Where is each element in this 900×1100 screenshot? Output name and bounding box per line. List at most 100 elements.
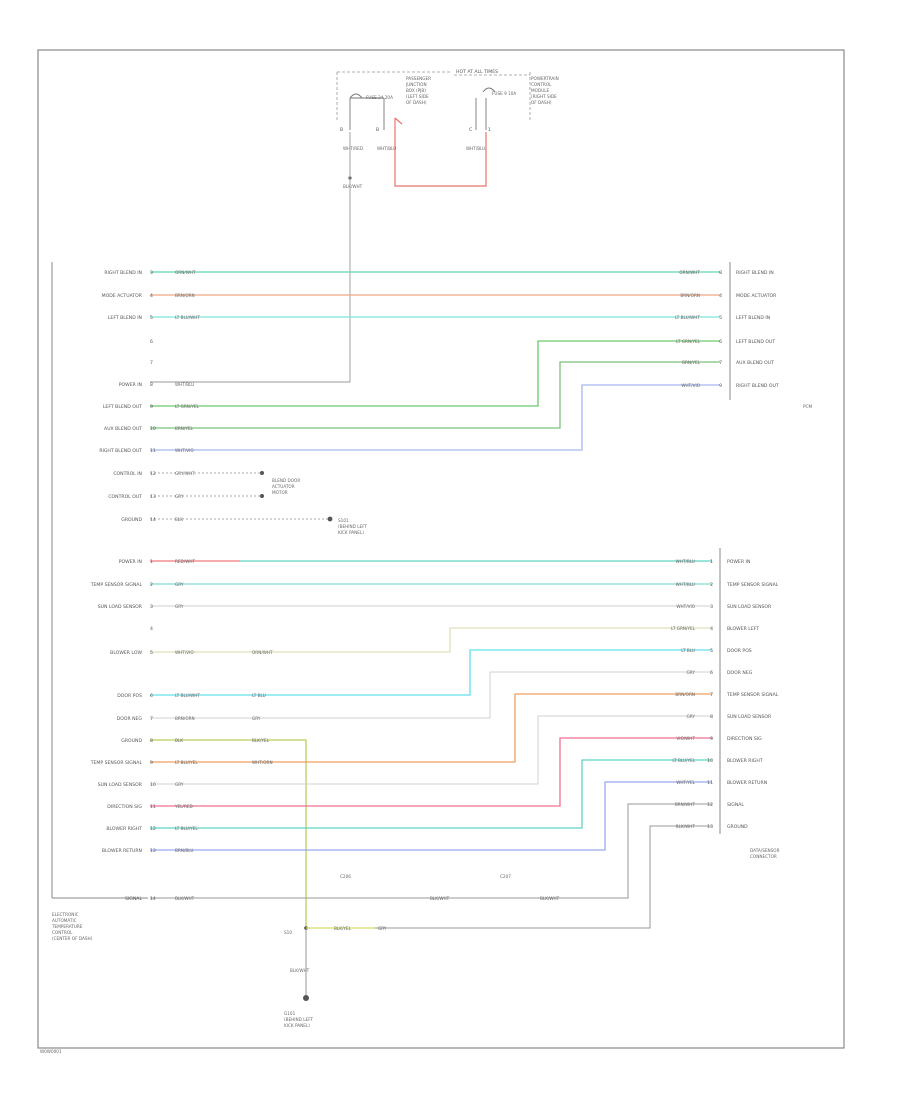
lower-left-label: SUN LOAD SENSOR [98,604,143,610]
svg-text:BLK/WHT: BLK/WHT [540,896,560,901]
upper-right-wire: LT GRN/YEL [676,339,701,344]
svg-text:C206: C206 [340,874,351,879]
lower-right-pin: 4 [710,626,713,632]
left-module-note: ELECTRONIC AUTOMATIC TEMPERATURE CONTROL… [51,912,93,941]
lower-right-wire: LT GRN/YEL [671,626,696,631]
lower-left-pin: 13 [150,848,156,854]
upper-right-label: LEFT BLEND IN [736,315,770,321]
lower-right-label: BLOWER RIGHT [727,758,763,764]
upper-right-wire: WHT/VIO [681,383,700,388]
control-sensor-note: BLEND DOOR ACTUATOR MOTOR [272,478,302,495]
upper-left-label: RIGHT BLEND IN [104,270,142,276]
upper-left-wire: GRY/WHT [175,471,195,476]
lower-right-wire: WHT/VIO [676,604,695,609]
lower-wires [150,560,712,1001]
lower-left-wire: RED/WHT [175,559,195,564]
lower-left-pin: 14 [150,896,156,902]
upper-left-pin: 12 [150,471,156,477]
lower-left-wire: YEL/RED [174,804,193,809]
upper-right-label: AUX BLEND OUT [736,360,774,366]
lower-left-wire: BLK [175,738,183,743]
upper-left-pin: 13 [150,494,156,500]
upper-left-wire: BRN/YEL [175,426,194,431]
svg-text:ORN/WHT: ORN/WHT [252,650,273,655]
lower-left-wire: LT BLU/YEL [175,826,198,831]
lower-right-wire: GRY [687,670,696,675]
upper-left-label: CONTROL IN [113,471,142,477]
lower-right-wire: WHT/BLU [676,559,695,564]
fuse-wire-d: BLK/WHT [343,184,363,189]
lower-left-wire: GRY [175,782,184,787]
lower-left-wire: LT BLU/WHT [175,693,200,698]
lower-left-label: BLOWER RETURN [102,848,142,854]
upper-left-wire: WHT/VIO [175,448,194,453]
lower-right-pin: 11 [707,780,713,786]
svg-text:GRY: GRY [378,926,387,931]
lower-right-label: BLOWER LEFT [727,626,759,632]
diagram-frame [37,49,845,1049]
lower-left-wire: GRY [175,582,184,587]
fuse-a-label: FUSE 24 20A [366,95,393,100]
upper-right-pin: 6 [719,339,722,345]
svg-text:1: 1 [488,127,491,133]
lower-right-pin: 2 [710,582,713,588]
upper-left-pin: 14 [150,517,156,523]
fuse-wire-b: WHT/BLU [377,146,396,151]
upper-left-label: POWER IN [119,382,142,388]
lower-left-pin: 2 [150,582,153,588]
upper-right-pin: 5 [719,315,722,321]
svg-text:C207: C207 [500,874,511,879]
upper-left-pin: 7 [150,360,153,366]
s101-note: S101 (BEHIND LEFT KICK PANEL) [338,518,368,535]
lower-left-pin: 11 [150,804,156,810]
lower-right-wire: BRN/WHT [675,802,696,807]
upper-right-wire: LT BLU/WHT [675,315,700,320]
lower-left-label: DOOR POS [117,693,142,699]
upper-left-wire: LT GRN/YEL [175,404,200,409]
lower-left-pin: 3 [150,604,153,610]
pcm-label: PCM [803,404,812,409]
footer-code: W0W0001 [40,1049,62,1054]
upper-left-pin: 9 [150,404,153,410]
svg-text:B: B [340,127,343,133]
upper-left-wire: WHT/BLU [175,382,194,387]
upper-wires [150,271,720,522]
upper-left-label: AUX BLEND OUT [104,426,142,432]
lower-left-label: SIGNAL [125,896,142,902]
lower-left-wire: GRY [175,604,184,609]
upper-left-wire: LT BLU/WHT [175,315,200,320]
lower-left-wire: BRN/ORN [175,716,195,721]
fuse-right-note: POWERTRAIN CONTROL MODULE (RIGHT SIDE OF… [531,76,560,105]
lower-left-pin: 12 [150,826,156,832]
ground-note: G101 (BEHIND LEFT KICK PANEL) [284,1011,314,1028]
upper-right-pin: 8 [719,270,722,276]
lower-right-pin: 7 [710,692,713,698]
lower-right-wire: BLK/WHT [676,824,696,829]
right-module-note: DATA/SENSOR CONNECTOR [750,848,781,859]
lower-left-pin: 10 [150,782,156,788]
lower-right-wire: GRY [687,714,696,719]
ground-wire-label: BLK/WHT [290,968,310,973]
lower-left-label: DIRECTION SIG [107,804,142,810]
lower-right-label: POWER IN [727,559,750,565]
lower-right-label: SIGNAL [727,802,744,808]
upper-left-wire: BLK [175,517,183,522]
lower-right-label: DOOR POS [727,648,752,654]
lower-right-label: BLOWER RETURN [727,780,767,786]
lower-left-wire: BLK/WHT [175,896,195,901]
upper-left-pin: 4 [150,293,153,299]
upper-right-pin: 9 [719,383,722,389]
lower-left-label: TEMP SENSOR SIGNAL [90,582,143,588]
upper-left-label: GROUND [121,517,142,523]
lower-left-pin: 4 [150,626,153,632]
upper-right-label: MODE ACTUATOR [736,293,777,299]
lower-left-label: POWER IN [119,559,142,565]
upper-left-label: LEFT BLEND OUT [103,404,142,410]
upper-left-pin: 8 [150,382,153,388]
lower-right-pin: 3 [710,604,713,610]
upper-left-wire: GRY [175,494,184,499]
